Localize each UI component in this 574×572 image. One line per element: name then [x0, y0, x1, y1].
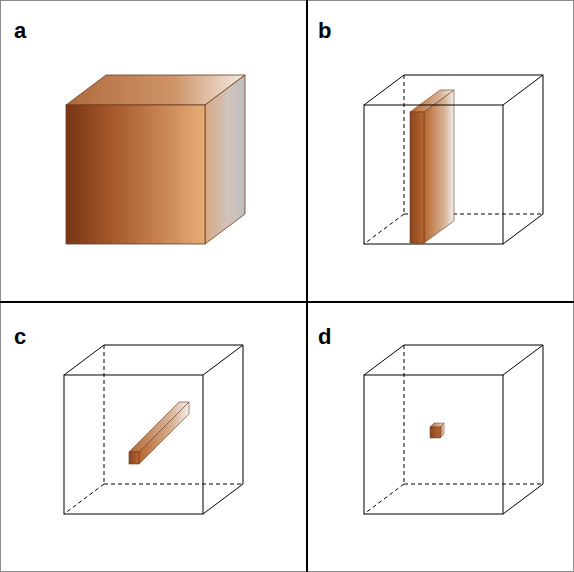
wire-cube [64, 345, 243, 514]
small-cube [430, 423, 444, 438]
panel-divider [306, 0, 308, 572]
wire-cube [364, 75, 543, 244]
solid-cube [66, 75, 245, 244]
panel-divider [0, 301, 574, 303]
panel-label: d [318, 326, 331, 348]
wire-cube [64, 345, 243, 514]
wire-cube [364, 75, 543, 244]
thin-slab [410, 90, 454, 243]
panel-label: b [318, 20, 331, 42]
wire-cube [364, 345, 543, 514]
panel-label: a [14, 20, 26, 42]
panel-label: c [14, 326, 26, 348]
wire-cube [364, 345, 543, 514]
thin-rod [129, 402, 189, 464]
